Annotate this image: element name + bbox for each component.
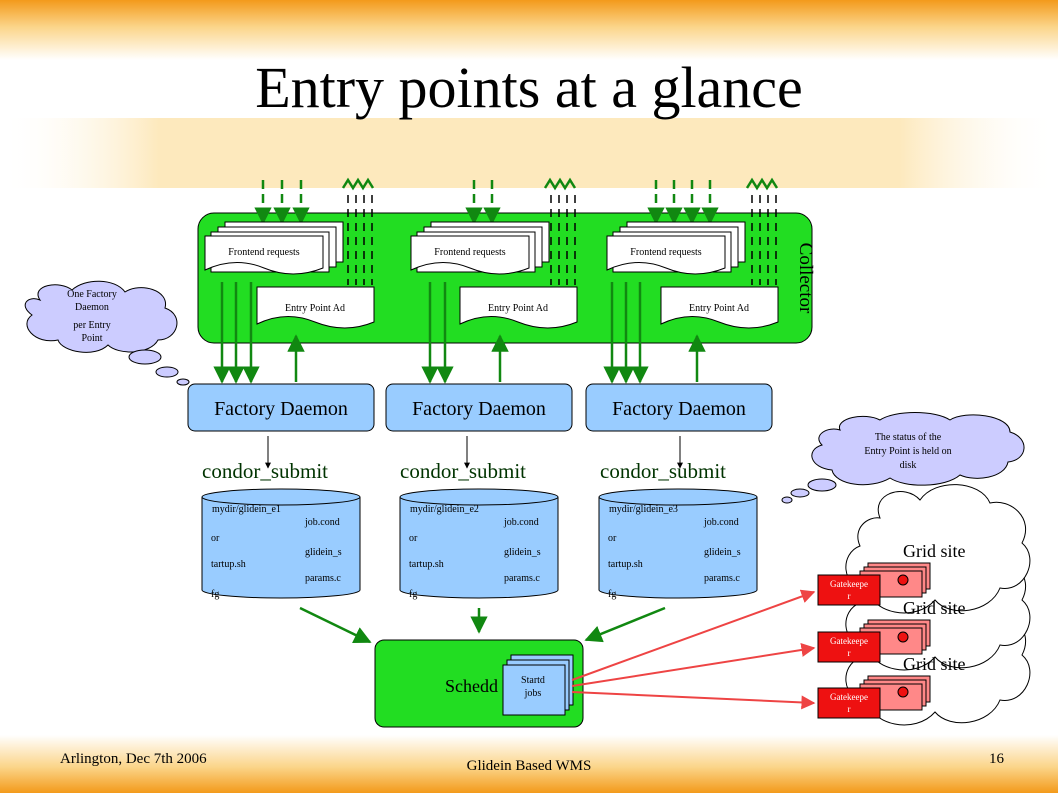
collector-group-3: Frontend requests Entry Point Ad [606,177,779,329]
startd-jobs-text: jobs [524,688,542,699]
schedd-to-gatekeeper-arrow-2 [571,643,816,687]
disk-file: job.cond [703,517,739,528]
disk-file: tartup.sh [608,559,643,570]
header-band [0,0,1058,60]
factory-daemon-label: Factory Daemon [412,398,546,420]
collector-label: Collector [795,243,816,314]
note-text: Point [81,333,102,344]
collector-group-1: Frontend requests Entry Point Ad [204,177,375,329]
condor-submit-label: condor_submit [600,459,726,483]
note-text: The status of the [875,432,942,443]
note-text: disk [900,460,917,471]
disk-dir: mydir/glidein_e1 [212,504,281,515]
frontend-requests-label: Frontend requests [434,247,505,258]
note-text: Daemon [75,302,109,313]
disk-file: glidein_s [704,547,741,558]
schedd-label: Schedd [445,676,498,696]
gatekeeper-label: Gatekeepe [830,636,868,646]
condor-submit-label: condor_submit [400,459,526,483]
schedd-to-gatekeeper-arrow-3 [571,691,816,710]
footer-band [0,735,1058,793]
disk-1-text: mydir/glidein_e1 job.cond or glidein_s t… [211,504,342,600]
disk-file: job.cond [304,517,340,528]
disk-to-schedd-arrow-1 [299,606,372,644]
frontend-requests-label: Frontend requests [228,247,299,258]
disk-file: job.cond [503,517,539,528]
disk-file: glidein_s [305,547,342,558]
disk-3-text: mydir/glidein_e3 job.cond or glidein_s t… [608,504,741,600]
startd-jobs-text: Startd [521,675,545,686]
disk-file: fg [608,589,616,600]
factory-daemon-2 [385,383,573,432]
disk-file: tartup.sh [211,559,246,570]
note-cloud-status-disk [781,412,1025,504]
collector-factory-arrows [213,282,706,384]
disk-file: tartup.sh [409,559,444,570]
disk-file: fg [409,589,417,600]
disk-3 [598,488,758,599]
gatekeeper-label: Gatekeepe [830,692,868,702]
disk-1 [201,488,361,599]
entry-point-ad-label: Entry Point Ad [285,303,345,314]
gatekeeper-3 [817,687,881,719]
slide-title: Entry points at a glance [255,55,803,120]
footer-location-date: Arlington, Dec 7th 2006 [60,751,207,767]
grid-site-label: Grid site [903,598,966,618]
gatekeeper-label: r [848,591,851,601]
disk-file: or [608,533,617,544]
disk-file: fg [211,589,219,600]
note-text: per Entry [73,320,111,331]
footer-title: Glidein Based WMS [467,758,592,774]
note-text: One Factory [67,289,117,300]
gatekeeper-2 [817,631,881,663]
collector-group-2: Frontend requests Entry Point Ad [410,177,578,329]
frontend-requests-label: Frontend requests [630,247,701,258]
condor-submit-label: condor_submit [202,459,328,483]
title-underline-band [0,118,1058,188]
gatekeeper-1 [817,574,881,606]
grid-site-label: Grid site [903,541,966,561]
gatekeeper-label: r [848,648,851,658]
disk-dir: mydir/glidein_e3 [609,504,678,515]
disk-2 [399,488,559,599]
disk-dir: mydir/glidein_e2 [410,504,479,515]
schedd-to-gatekeeper-arrow-1 [571,589,816,681]
entry-point-ad-label: Entry Point Ad [689,303,749,314]
grid-site-label: Grid site [903,654,966,674]
factory-daemon-3 [585,383,773,432]
disk-file: params.c [504,573,540,584]
note-text: Entry Point is held on [864,446,951,457]
note-cloud-one-factory [24,280,190,386]
disk-2-text: mydir/glidein_e2 job.cond or glidein_s t… [409,504,541,600]
disk-file: or [409,533,418,544]
entry-point-ad-label: Entry Point Ad [488,303,548,314]
factory-daemon-label: Factory Daemon [612,398,746,420]
gatekeeper-label: Gatekeepe [830,579,868,589]
disk-file: params.c [704,573,740,584]
page-number: 16 [989,751,1005,767]
disk-file: or [211,533,220,544]
factory-daemon-label: Factory Daemon [214,398,348,420]
disk-file: params.c [305,573,341,584]
gatekeeper-label: r [848,704,851,714]
disk-to-schedd-arrow-3 [584,606,666,643]
startd-jobs-stack: Startd jobs [502,654,574,716]
disk-file: glidein_s [504,547,541,558]
factory-daemon-1 [187,383,375,432]
